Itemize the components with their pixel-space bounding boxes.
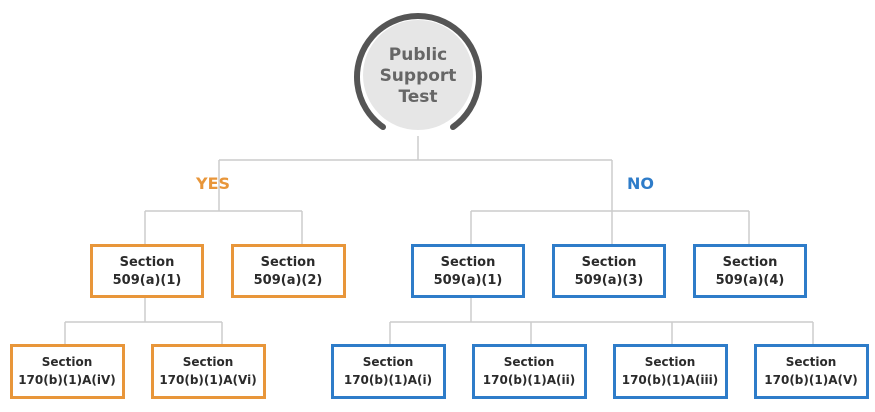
yes-child-170iv-line2: 170(b)(1)A(iV): [18, 373, 116, 387]
no-child-170v-box: [754, 344, 869, 399]
yes-node-509a2: Section 509(a)(2): [231, 244, 346, 298]
yes-child-170iv: Section 170(b)(1)A(iV): [10, 344, 125, 399]
yes-node-509a1-line2: 509(a)(1): [113, 273, 182, 288]
yes-node-509a1-box: [90, 244, 204, 298]
no-node-509a1: Section 509(a)(1): [411, 244, 525, 298]
no-node-509a1-line1: Section: [441, 255, 496, 270]
no-child-170i: Section 170(b)(1)A(i): [331, 344, 446, 399]
root-ring: [354, 13, 482, 130]
no-branch-label: NO: [627, 174, 654, 193]
no-node-509a3-line2: 509(a)(3): [575, 273, 644, 288]
connectors: [64, 136, 814, 345]
no-child-170v: Section 170(b)(1)A(V): [754, 344, 869, 399]
yes-branch-label: YES: [195, 174, 230, 193]
no-child-170ii: Section 170(b)(1)A(ii): [472, 344, 587, 399]
root-title-line-1: Public: [389, 45, 447, 65]
no-node-509a4-line2: 509(a)(4): [716, 273, 785, 288]
yes-node-509a2-line1: Section: [261, 255, 316, 270]
yes-child-170iv-line1: Section: [42, 355, 93, 369]
no-child-170iii-box: [613, 344, 728, 399]
yes-child-170vi: Section 170(b)(1)A(Vi): [151, 344, 266, 399]
no-node-509a4-line1: Section: [723, 255, 778, 270]
no-node-509a4: Section 509(a)(4): [693, 244, 807, 298]
no-child-170i-line1: Section: [363, 355, 414, 369]
no-node-509a3-box: [552, 244, 666, 298]
no-node-509a3-line1: Section: [582, 255, 637, 270]
no-child-170i-line2: 170(b)(1)A(i): [344, 373, 432, 387]
yes-node-509a2-line2: 509(a)(2): [254, 273, 323, 288]
no-child-170ii-line1: Section: [504, 355, 555, 369]
no-node-509a3: Section 509(a)(3): [552, 244, 666, 298]
no-node-509a1-box: [411, 244, 525, 298]
no-child-170iii: Section 170(b)(1)A(iii): [613, 344, 728, 399]
no-child-170iii-line2: 170(b)(1)A(iii): [622, 373, 719, 387]
no-child-170v-line1: Section: [786, 355, 837, 369]
no-node-509a1-line2: 509(a)(1): [434, 273, 503, 288]
yes-child-170iv-box: [10, 344, 125, 399]
yes-node-509a1: Section 509(a)(1): [90, 244, 204, 298]
no-child-170iii-line1: Section: [645, 355, 696, 369]
yes-child-170vi-line2: 170(b)(1)A(Vi): [159, 373, 256, 387]
root-title-line-3: Test: [398, 87, 437, 107]
no-child-170ii-line2: 170(b)(1)A(ii): [483, 373, 575, 387]
root-node: Public Support Test: [354, 13, 482, 130]
yes-node-509a2-box: [231, 244, 346, 298]
root-title-line-2: Support: [380, 66, 457, 86]
yes-child-170vi-line1: Section: [183, 355, 234, 369]
yes-node-509a1-line1: Section: [120, 255, 175, 270]
no-node-509a4-box: [693, 244, 807, 298]
no-child-170i-box: [331, 344, 446, 399]
yes-child-170vi-box: [151, 344, 266, 399]
root-circle: [363, 20, 473, 130]
no-child-170v-line2: 170(b)(1)A(V): [764, 373, 857, 387]
no-child-170ii-box: [472, 344, 587, 399]
